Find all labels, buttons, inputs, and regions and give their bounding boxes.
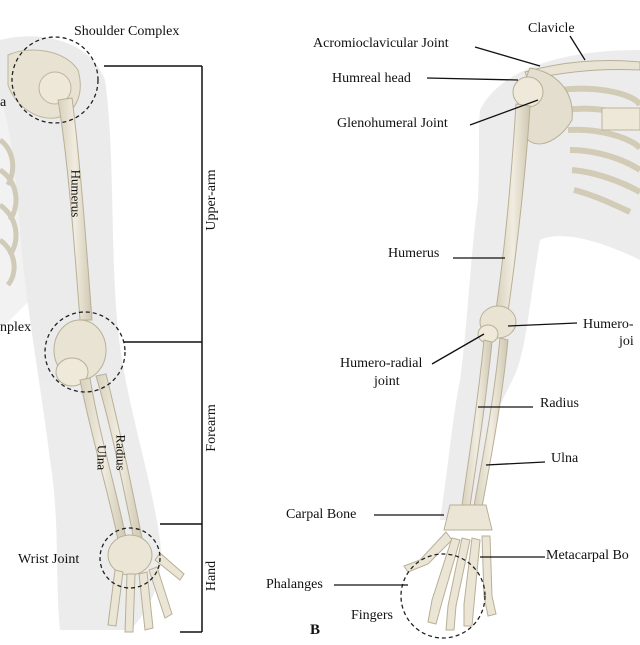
elbow-circle bbox=[44, 311, 126, 393]
panel-b-letter: B bbox=[310, 622, 321, 638]
humero-radial-label-line2: joint bbox=[374, 374, 400, 389]
humeral-head-label: Humreal head bbox=[332, 71, 411, 86]
elbow-complex-partial-label: nplex bbox=[0, 320, 32, 335]
hand-segment-label: Hand bbox=[204, 560, 219, 592]
ulna-label-a: Ulna bbox=[94, 444, 110, 471]
panel-b-sternum bbox=[601, 107, 640, 131]
humero-ulnar-label-line1: Humero- bbox=[583, 317, 634, 332]
panel-b-leader-lines bbox=[334, 35, 586, 586]
humerus-label-a: Humerus bbox=[68, 169, 84, 218]
panel-a-ribcage bbox=[0, 137, 19, 287]
humero-ulnar-label-line2: joi bbox=[619, 334, 634, 349]
panel-b-shoulder-bones bbox=[512, 59, 640, 145]
clavicle-label: Clavicle bbox=[528, 21, 575, 36]
panel-a-segment-bracket bbox=[104, 65, 203, 633]
metacarpal-bone-label: Metacarpal Bo bbox=[546, 548, 629, 563]
panel-a-joint-circles bbox=[11, 36, 161, 589]
panel-a-humerus bbox=[57, 97, 93, 321]
humero-radial-label-line1: Humero-radial bbox=[340, 356, 423, 371]
panel-a-elbow-bones bbox=[53, 319, 107, 387]
wrist-circle bbox=[99, 527, 161, 589]
glenohumeral-joint-label: Glenohumeral Joint bbox=[337, 116, 448, 131]
wrist-joint-label: Wrist Joint bbox=[18, 552, 80, 567]
acromioclavicular-joint-label: Acromioclavicular Joint bbox=[313, 36, 449, 51]
shoulder-circle bbox=[11, 36, 99, 124]
humerus-label-b: Humerus bbox=[388, 246, 440, 261]
radius-label-a: Radius bbox=[113, 434, 129, 471]
forearm-segment-label: Forearm bbox=[204, 404, 219, 452]
shoulder-complex-label: Shoulder Complex bbox=[74, 24, 180, 39]
panel-b-elbow-bones bbox=[477, 305, 517, 344]
ulna-label-b: Ulna bbox=[551, 451, 579, 466]
upper-arm-segment-label: Upper-arm bbox=[204, 169, 219, 231]
panel-b-fingers-circle bbox=[400, 553, 486, 639]
left-edge-partial-label: a bbox=[0, 95, 7, 110]
carpal-bone-label: Carpal Bone bbox=[286, 507, 357, 522]
panel-b-body-silhouette bbox=[440, 50, 640, 520]
radius-label-b: Radius bbox=[540, 396, 579, 411]
phalanges-label: Phalanges bbox=[266, 577, 323, 592]
fingers-label: Fingers bbox=[351, 608, 393, 623]
